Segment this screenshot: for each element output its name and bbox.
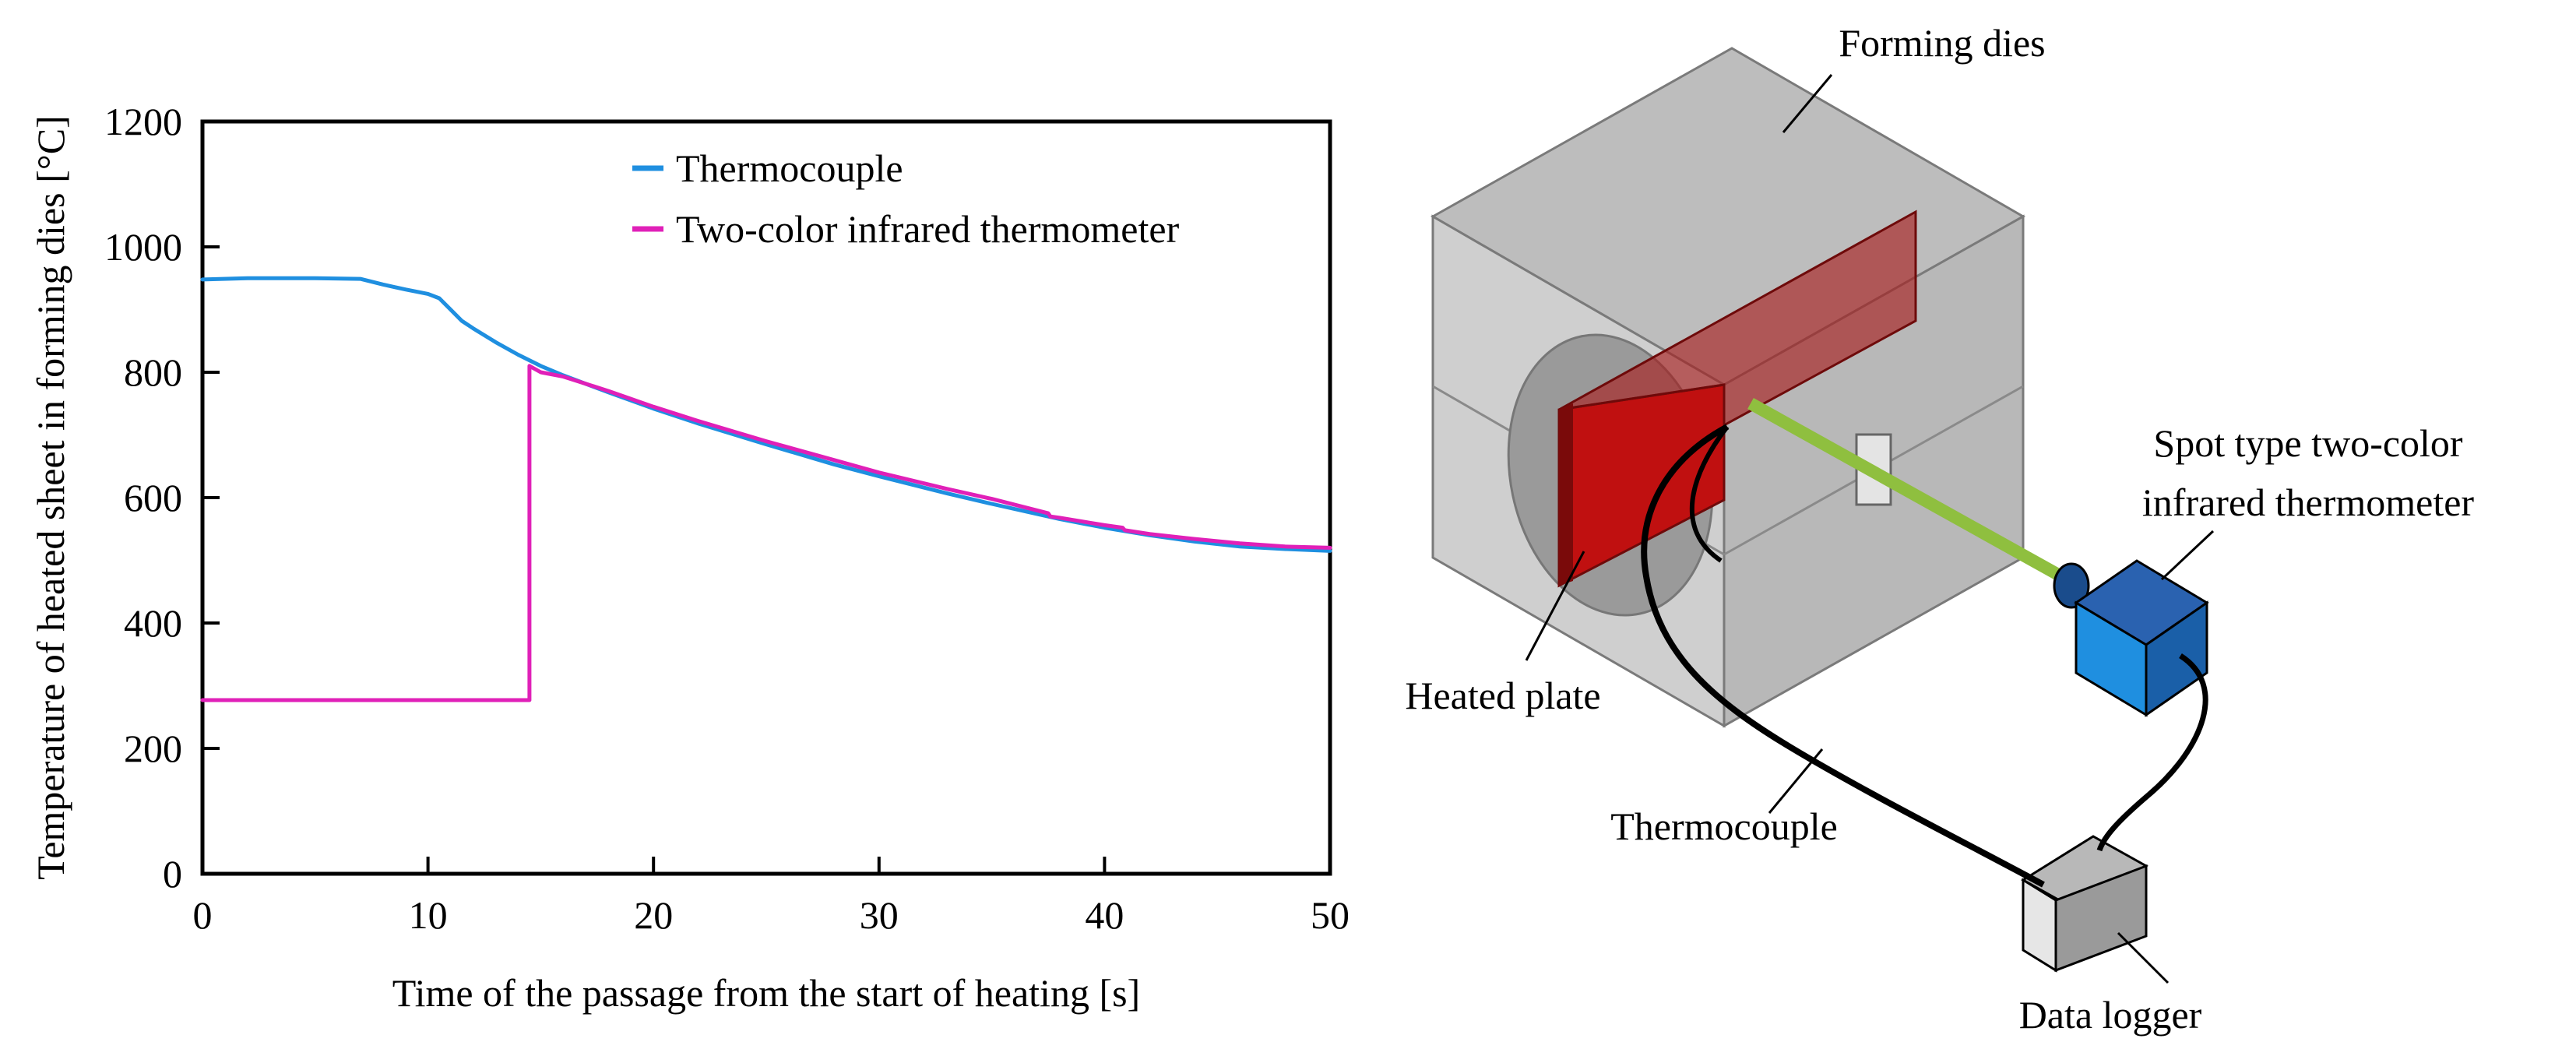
y-tick-label: 200 xyxy=(124,727,182,770)
label-thermocouple: Thermocouple xyxy=(1610,804,1838,848)
y-tick-label: 1000 xyxy=(104,225,182,269)
thermometer-side-face xyxy=(2145,600,2208,717)
plate-top-translucent xyxy=(1558,209,1917,428)
series-line-infrared-thermometer xyxy=(200,364,1332,702)
thermocouple-loop xyxy=(1689,425,1730,563)
callout-line-forming-dies xyxy=(1782,74,1833,133)
data-logger xyxy=(2021,835,2148,973)
x-tick-label: 10 xyxy=(409,893,448,937)
x-tick-label: 20 xyxy=(634,893,673,937)
y-tick-label: 400 xyxy=(124,601,182,645)
label-forming-dies: Forming dies xyxy=(1839,21,2045,65)
heated-plate xyxy=(1557,209,1917,588)
callout-line-data-logger xyxy=(2117,931,2170,984)
thermocouple-cable xyxy=(1641,424,2045,888)
x-tick-label: 50 xyxy=(1311,893,1350,937)
legend-label-infrared: Two-color infrared thermometer xyxy=(676,207,1180,251)
y-tick-label: 1200 xyxy=(104,100,182,143)
callout-line-thermocouple xyxy=(1768,748,1824,814)
callout-line-heated-plate xyxy=(1525,551,1585,661)
x-tick-label: 0 xyxy=(193,893,213,937)
temperature-chart: 0 10 20 30 40 50 0 200 400 600 800 1000 1200 Time of… xyxy=(29,100,1350,1015)
callout-line-thermometer xyxy=(2160,530,2215,581)
x-tick-label: 30 xyxy=(860,893,899,937)
logger-side-face xyxy=(2054,864,2148,973)
infrared-beam xyxy=(1747,398,2070,585)
axis-ticks: 0 10 20 30 40 50 0 200 400 600 800 1000 1200 xyxy=(104,100,1350,937)
label-thermometer-line2: infrared thermometer xyxy=(2142,480,2475,524)
label-data-logger: Data logger xyxy=(2019,993,2202,1037)
legend: Thermocouple Two-color infrared thermome… xyxy=(632,146,1180,251)
y-tick-label: 800 xyxy=(124,350,182,394)
series-line-thermocouple xyxy=(200,276,1332,553)
x-axis-label: Time of the passage from the start of he… xyxy=(392,971,1140,1015)
y-axis-label: Temperature of heated sheet in forming d… xyxy=(29,115,72,879)
legend-label-thermocouple: Thermocouple xyxy=(676,146,903,190)
x-tick-label: 40 xyxy=(1085,893,1124,937)
series-layer xyxy=(200,276,1332,702)
plate-edge xyxy=(1559,403,1573,586)
thermometer-device xyxy=(2053,559,2209,717)
label-heated-plate: Heated plate xyxy=(1405,674,1600,717)
y-tick-label: 600 xyxy=(124,476,182,519)
label-thermometer-line1: Spot type two-color xyxy=(2153,421,2463,465)
experimental-setup-diagram: Forming dies Spot type two-color infrare… xyxy=(1405,21,2474,1037)
thermometer-cable xyxy=(2096,653,2208,852)
thermometer-lens xyxy=(2053,562,2090,609)
y-tick-label: 0 xyxy=(163,852,182,896)
